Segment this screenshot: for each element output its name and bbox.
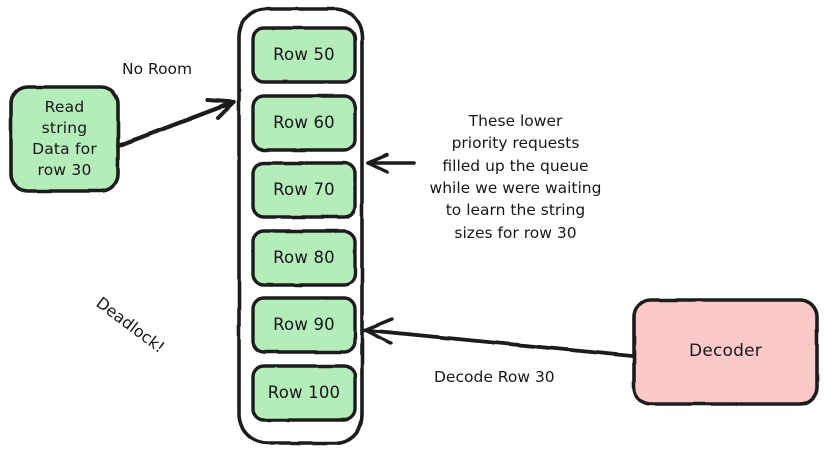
no-room-arrow [115,98,237,149]
queue-note-arrow [366,153,416,174]
no-room-edge-label: No Room [122,60,193,78]
deadlock-annotation: Deadlock! [92,293,169,357]
decode-row-30-edge-label: Decode Row 30 [434,368,555,386]
decode-row-30-arrow [363,317,634,358]
decoder-node-hit[interactable] [634,300,817,404]
request-queue-hit[interactable] [239,9,362,443]
read-request-node-hit[interactable] [11,87,118,191]
queue-note-annotation: These lower priority requests filled up … [429,112,602,242]
